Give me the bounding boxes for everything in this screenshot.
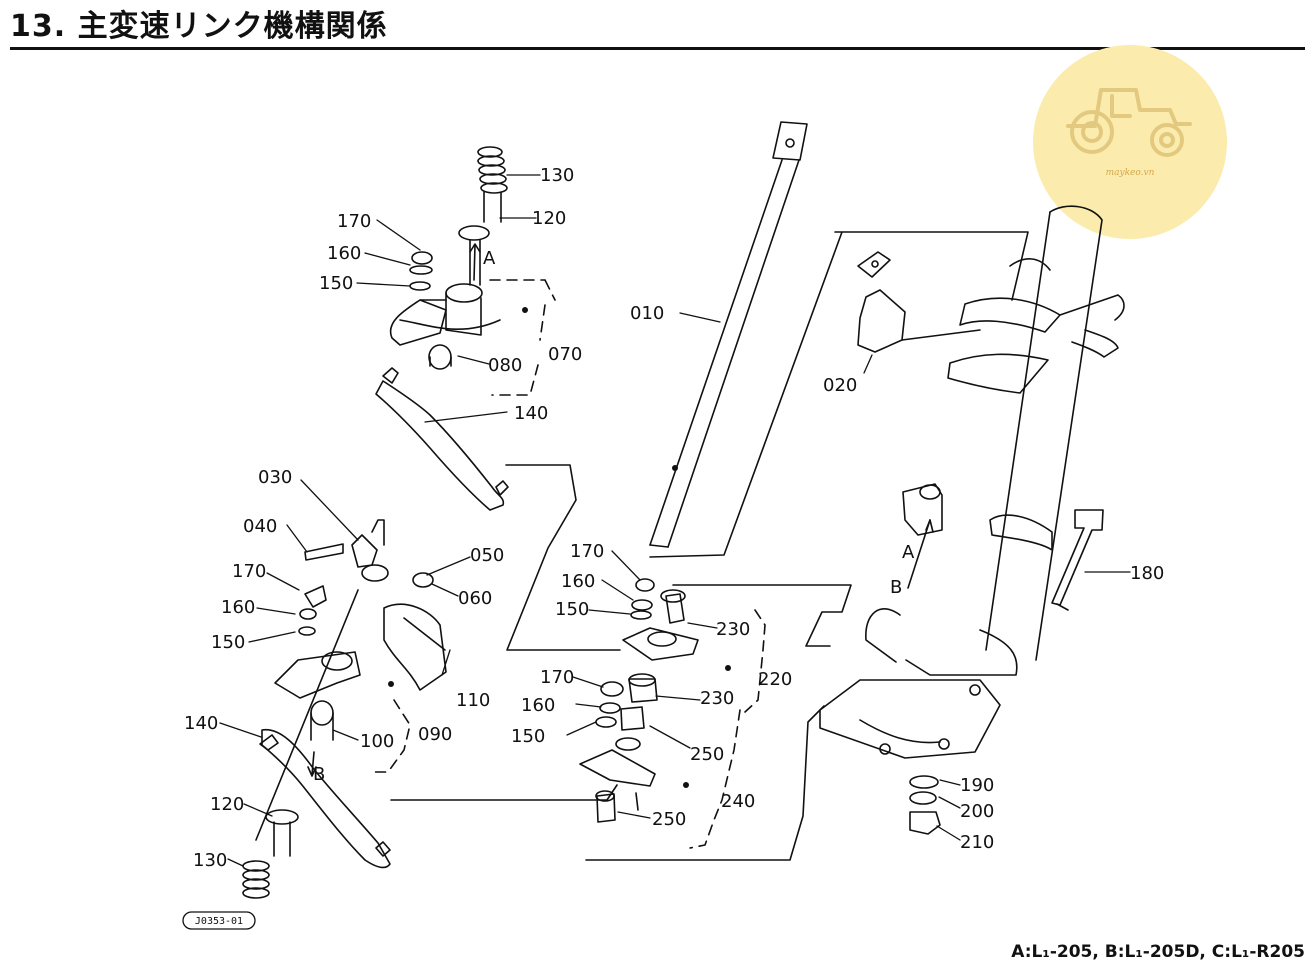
- page-header: 13. 主変速リンク機構関係: [10, 6, 1305, 50]
- part-label-170-middle-upper: 170: [570, 541, 604, 562]
- page-title: 13. 主変速リンク機構関係: [10, 9, 388, 44]
- assembly-arrows: [307, 243, 934, 777]
- part-label-230-lower: 230: [700, 688, 734, 709]
- part-label-070: 070: [548, 344, 582, 365]
- watermark-logo: maykeo.vn: [1033, 45, 1227, 239]
- part-label-240: 240: [721, 791, 755, 812]
- part-label-180: 180: [1130, 563, 1164, 584]
- part-label-210: 210: [960, 832, 994, 853]
- part-label-040: 040: [243, 516, 277, 537]
- part-label-120-upper: 120: [532, 208, 566, 229]
- part-label-140-upper: 140: [514, 403, 548, 424]
- part-label-160-middle-upper: 160: [561, 571, 595, 592]
- variant-mark-a-upper: A: [483, 248, 496, 269]
- part-label-160-upper: 160: [327, 243, 361, 264]
- variant-mark-b-right: B: [890, 577, 902, 598]
- figure-id-text: J0353-01: [195, 916, 243, 927]
- variant-mark-b-lower: B: [313, 764, 325, 785]
- part-label-150-middle-upper: 150: [555, 599, 589, 620]
- part-label-130-upper: 130: [540, 165, 574, 186]
- part-label-130-lower: 130: [193, 850, 227, 871]
- part-label-050: 050: [470, 545, 504, 566]
- part-label-170-upper: 170: [337, 211, 371, 232]
- lower-left-assembly: [242, 519, 447, 899]
- part-label-230-upper: 230: [716, 619, 750, 640]
- part-label-030: 030: [258, 467, 292, 488]
- part-label-200: 200: [960, 801, 994, 822]
- part-label-110: 110: [456, 690, 490, 711]
- part-label-120-lower: 120: [210, 794, 244, 815]
- part-label-020: 020: [823, 375, 857, 396]
- reference-dots: [388, 307, 731, 788]
- part-label-150-middle-lower: 150: [511, 726, 545, 747]
- figure-id-badge: J0353-01: [182, 911, 256, 930]
- watermark-text: maykeo.vn: [1106, 168, 1155, 178]
- steering-column-assembly: [390, 205, 1125, 861]
- rod-010: [649, 121, 808, 548]
- upper-lever-assembly: [375, 146, 556, 511]
- part-label-060: 060: [458, 588, 492, 609]
- part-label-250-upper: 250: [690, 744, 724, 765]
- leader-lines: [219, 174, 1131, 867]
- part-label-150-left: 150: [211, 632, 245, 653]
- part-label-160-middle-lower: 160: [521, 695, 555, 716]
- part-label-250-lower: 250: [652, 809, 686, 830]
- part-label-140-lower: 140: [184, 713, 218, 734]
- variant-mark-a-right: A: [902, 542, 915, 563]
- part-label-190: 190: [960, 775, 994, 796]
- part-label-170-middle-lower: 170: [540, 667, 574, 688]
- part-label-170-left: 170: [232, 561, 266, 582]
- part-label-150-upper: 150: [319, 273, 353, 294]
- part-label-010: 010: [630, 303, 664, 324]
- model-note: A:L₁-205, B:L₁-205D, C:L₁-R205: [1011, 942, 1305, 962]
- part-label-220: 220: [758, 669, 792, 690]
- middle-lower-assembly: [579, 578, 766, 849]
- part-label-160-left: 160: [221, 597, 255, 618]
- part-label-100: 100: [360, 731, 394, 752]
- part-label-090: 090: [418, 724, 452, 745]
- part-label-080: 080: [488, 355, 522, 376]
